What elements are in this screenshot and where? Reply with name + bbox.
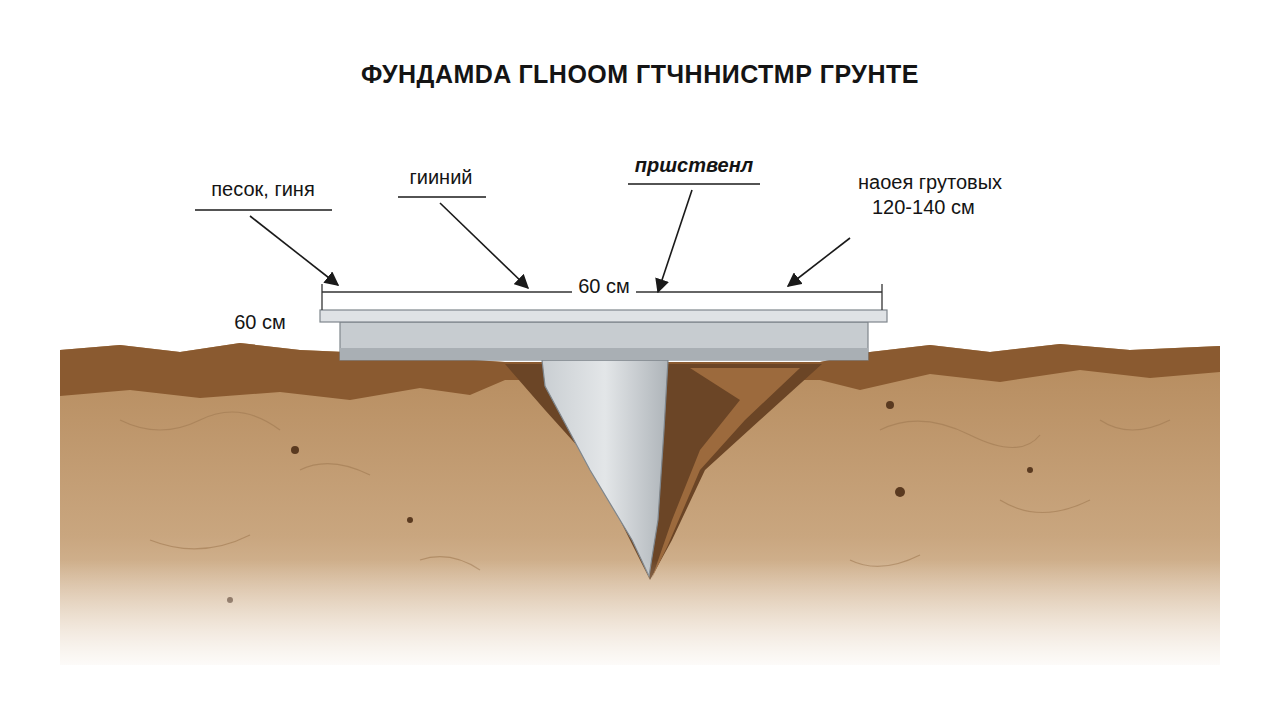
- bottom-fog: [40, 560, 1240, 670]
- leader-lines: [195, 184, 850, 292]
- material-label: песок, гиня: [211, 178, 315, 201]
- steel-beam-shade: [340, 348, 868, 360]
- dimension-label: 60 см: [234, 311, 286, 334]
- depth-label: наоея грутовых: [858, 171, 1002, 194]
- dimension-label: 120-140 см: [872, 196, 975, 219]
- diagram-title: ФУНДАМDA ГLHOOM ГТЧННИСТМР ГРУНТЕ: [361, 60, 919, 89]
- material-label: гииний: [409, 166, 472, 189]
- trench-wall: [652, 368, 800, 578]
- dimension-label: 60 см: [572, 275, 636, 298]
- part-label: пршственл: [635, 154, 753, 177]
- steel-web: [542, 360, 668, 576]
- steel-beam: [340, 322, 868, 360]
- steel-plate: [320, 310, 887, 322]
